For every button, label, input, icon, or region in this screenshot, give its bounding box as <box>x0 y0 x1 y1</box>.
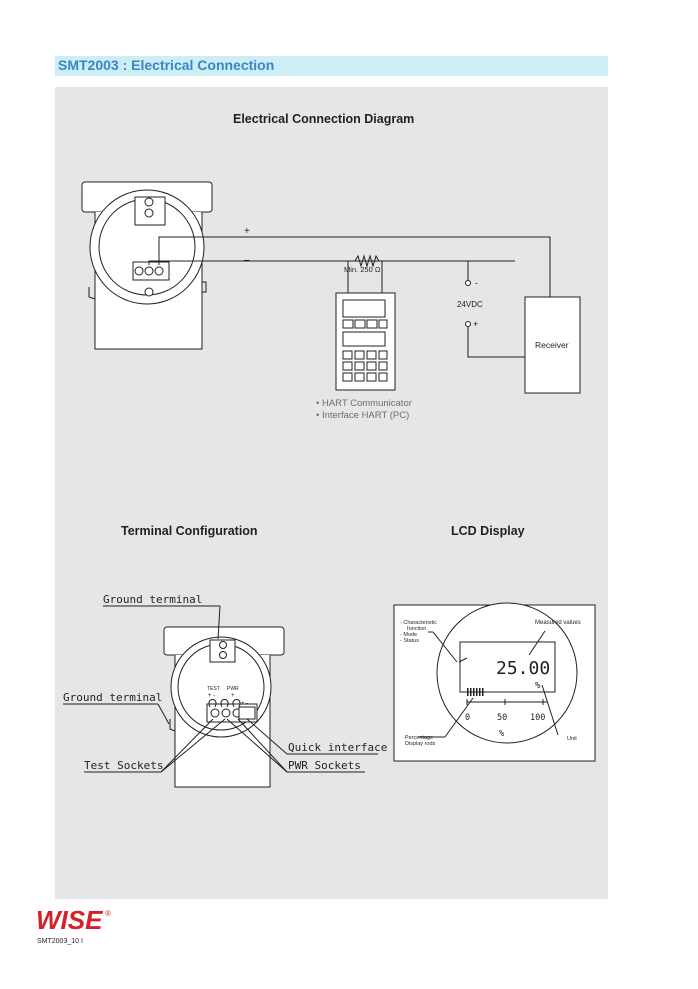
lcd-value: 25.00 <box>496 658 550 679</box>
quick-polarity-label: + - <box>241 701 248 707</box>
document-code: SMT2003_10 I <box>37 938 83 945</box>
resistor-label: Min. 250 Ω <box>344 265 381 274</box>
unit-label: Unit <box>567 736 577 742</box>
hart-item: • Interface HART (PC) <box>316 410 410 421</box>
section-header-bar: SMT2003 : Electrical Connection <box>55 56 608 76</box>
supply-label: 24VDC <box>457 300 483 309</box>
legend-line-3: - Mode <box>400 632 417 638</box>
pwr-polarity-label: + <box>231 693 235 699</box>
brand-text: WISE <box>36 905 103 935</box>
scale-100: 100 <box>530 713 545 723</box>
test-label: TEST <box>207 686 220 692</box>
percentage-label: Percentage <box>405 735 433 741</box>
wise-logo: WISE ® <box>36 905 111 935</box>
lcd-unit-symbol: % <box>535 681 541 691</box>
hart-item: • HART Communicator <box>316 398 412 409</box>
supply-minus-label: - <box>475 278 478 288</box>
pwr-sockets-label: PWR Sockets <box>288 759 361 772</box>
minus-label: – <box>244 255 250 266</box>
legend-line-2: function <box>404 626 426 632</box>
section-title: SMT2003 : Electrical Connection <box>58 57 275 73</box>
hart-device-list: • HART Communicator • Interface HART (PC… <box>316 398 412 422</box>
scale-50: 50 <box>497 713 507 723</box>
legend-line-1: - Characteristic <box>400 620 437 626</box>
transmitter-screws <box>134 197 164 297</box>
plus-label: + <box>244 226 250 237</box>
scale-0: 0 <box>465 713 470 723</box>
registered-mark: ® <box>105 909 111 918</box>
pwr-label: PWR <box>227 686 239 692</box>
legend-line-4: - Status <box>400 638 419 644</box>
measured-values-label: Measured values <box>535 620 581 626</box>
quick-interface-label: Quick interface <box>288 741 387 754</box>
receiver-label: Receiver <box>535 340 569 350</box>
supply-plus-label: + <box>473 319 478 329</box>
electrical-connection-diagram: + – Min. 250 Ω - 24VDC + Receiver <box>63 181 596 788</box>
percentage-bar-segments <box>467 688 484 696</box>
test-polarity-label: + - <box>208 693 215 699</box>
ground-terminal-left-label: Ground terminal <box>63 691 162 704</box>
scale-unit: % <box>499 729 504 739</box>
ground-terminal-top-label: Ground terminal <box>103 593 202 606</box>
electrical-diagram-heading: Electrical Connection Diagram <box>233 112 415 126</box>
content-panel: Electrical Connection Diagram <box>55 87 608 899</box>
test-sockets-label: Test Sockets <box>84 759 163 772</box>
lcd-display-heading: LCD Display <box>451 524 525 538</box>
terminal-configuration-heading: Terminal Configuration <box>121 524 258 538</box>
display-rods-label: Display rods <box>405 741 436 747</box>
